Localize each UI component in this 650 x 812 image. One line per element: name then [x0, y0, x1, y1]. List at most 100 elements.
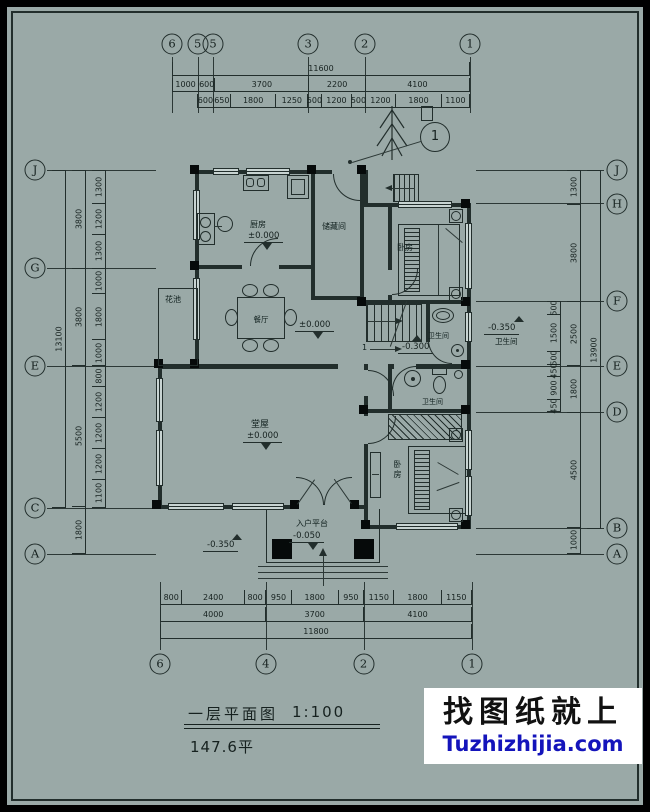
room-label-entry-platform: 入户平台 — [296, 519, 328, 528]
dim-segment: 3800 — [72, 171, 85, 269]
nightstand — [449, 428, 463, 442]
level-stair: -0.300 — [398, 342, 434, 354]
dim-segment: 1200 — [366, 94, 397, 107]
dim-value: 3700 — [251, 80, 273, 89]
stair-ref-number: 1 — [362, 343, 368, 352]
dim-segment: 1800 — [72, 507, 85, 554]
wall — [360, 300, 471, 304]
dim-segment: 11800 — [161, 624, 472, 638]
dim-value: 1800 — [94, 306, 103, 328]
dim-value: 4100 — [407, 610, 428, 619]
wall — [426, 304, 430, 342]
lamp-icon — [451, 211, 461, 221]
axis-bubble: A — [24, 543, 46, 565]
entry-arrowhead — [319, 548, 327, 556]
level-symbol — [232, 534, 242, 540]
dim-segment: 1300 — [92, 171, 105, 205]
level-symbol — [262, 243, 272, 250]
axis-bubble: 6 — [149, 653, 171, 675]
dim-segment: 1200 — [92, 449, 105, 480]
dim-segment: 800 — [92, 366, 105, 388]
column-marker — [190, 165, 199, 174]
dim-value: 1300 — [94, 176, 103, 198]
room-label-kitchen: 厨房 — [250, 220, 266, 229]
wall — [360, 170, 364, 304]
dim-segment: 1000 — [92, 340, 105, 367]
dim-value: 5500 — [74, 426, 83, 447]
dim-segment: 1000 — [173, 78, 200, 91]
axis-bubble: D — [606, 401, 628, 423]
dim-segment: 2500 — [567, 302, 580, 367]
wall — [352, 505, 368, 509]
callout-leader-dot — [348, 160, 352, 164]
axis-bubble: 2 — [353, 653, 375, 675]
column-marker — [190, 359, 199, 368]
dim-strip-bottom-total: 11800 — [160, 624, 472, 639]
axis-bubble: H — [606, 193, 628, 214]
door-arc — [333, 174, 360, 201]
bath-sink-inner — [436, 311, 450, 320]
dim-segment: 1800 — [567, 366, 580, 413]
dim-segment: 3800 — [567, 205, 580, 303]
dim-segment: 4500 — [567, 413, 580, 528]
chair-icon — [242, 284, 258, 297]
wall — [388, 295, 392, 304]
bed-line — [438, 225, 439, 295]
column-marker — [290, 500, 299, 509]
dim-segment: 1250 — [276, 94, 309, 107]
column-marker — [461, 199, 470, 208]
wall — [364, 444, 368, 529]
window — [232, 503, 284, 510]
washer-dot — [411, 377, 415, 381]
dim-segment: 1800 — [92, 294, 105, 341]
dim-segment: 600 — [199, 78, 216, 91]
side-annotation-label: 卫生间 — [495, 337, 518, 346]
wok-icon — [217, 216, 233, 232]
dim-value: 1000 — [569, 530, 578, 551]
column-marker — [461, 297, 470, 306]
axis-bubble: C — [24, 497, 46, 519]
axis-line — [476, 203, 604, 204]
axis-bubble: 1 — [461, 653, 483, 675]
wall — [311, 296, 364, 300]
detail-callout-circle: 1 — [420, 122, 450, 152]
porch-column — [272, 539, 292, 559]
window — [465, 223, 472, 289]
level-symbol — [308, 543, 318, 550]
nightstand — [449, 508, 463, 522]
dim-value: 450 — [549, 363, 558, 379]
room-label-bath-top: 卫生间 — [428, 332, 449, 340]
dim-segment: 2400 — [182, 590, 245, 604]
axis-bubble: 6 — [161, 33, 183, 55]
dim-segment: 500 — [307, 94, 322, 107]
dim-value: 13900 — [589, 336, 598, 363]
window — [213, 168, 239, 175]
drawing-scale: 1:100 — [292, 703, 346, 721]
dim-value: 1800 — [408, 96, 429, 105]
dim-value: 600 — [197, 96, 214, 105]
kitchen-cabinet-icon — [287, 175, 309, 199]
dim-segment: 450 — [547, 398, 560, 413]
dim-strip-top-total: 11600 — [172, 62, 470, 76]
dim-value: 1300 — [94, 241, 103, 262]
level-symbol — [514, 316, 524, 322]
dim-segment: 600 — [198, 94, 214, 107]
window — [168, 503, 224, 510]
level-dining: ±0.000 — [295, 320, 335, 332]
toilet-bowl-icon — [433, 376, 446, 394]
dim-segment: 1200 — [92, 387, 105, 418]
column-marker — [359, 405, 368, 414]
dim-segment: 1800 — [396, 94, 442, 107]
dim-segment: 4100 — [366, 78, 470, 91]
title-underline — [184, 724, 380, 729]
axis-line — [476, 301, 604, 302]
column-marker — [461, 405, 470, 414]
window — [398, 201, 452, 208]
axis-line — [47, 554, 156, 555]
bath-sink-icon — [432, 308, 454, 323]
axis-line — [476, 528, 604, 529]
